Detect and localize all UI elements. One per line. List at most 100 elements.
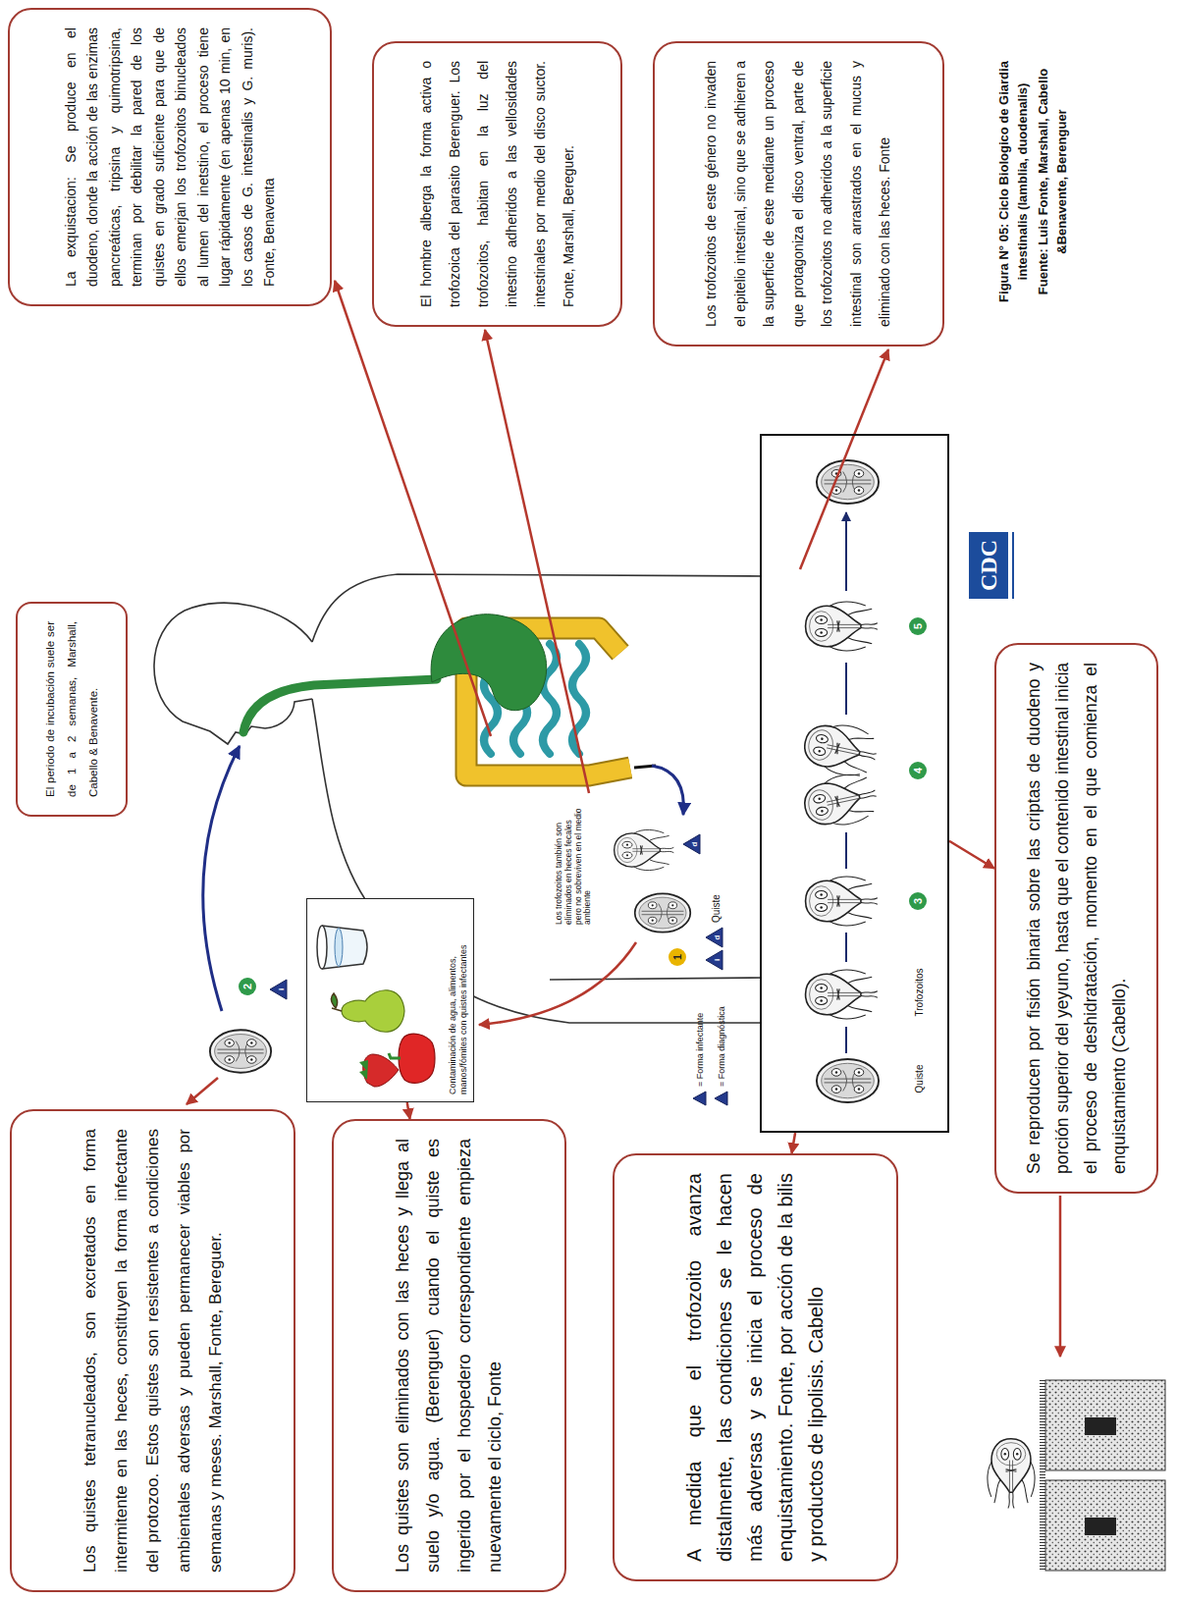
box-text: Los trofozoitos de este género no invade…: [696, 60, 901, 327]
dividing-trophozoite: [800, 769, 881, 833]
info-box: Se reproducen por fisión binaria sobre l…: [994, 642, 1159, 1194]
callout-number: 1: [668, 948, 687, 966]
pear: [341, 990, 405, 1032]
box-text: Los quistes tetranucleados, son excretad…: [74, 1128, 232, 1573]
info-box: La exquistacion: Se produce en el duoden…: [7, 7, 332, 307]
legend-symbol: [692, 1090, 708, 1107]
leader-arrow: [334, 280, 491, 737]
strawberry-leaves: [359, 1060, 369, 1080]
contamination-pictures: [306, 898, 475, 1103]
info-box: Los trofozoitos de este género no invade…: [652, 41, 945, 347]
stage-label: Quiste: [913, 1065, 926, 1094]
dividing-trophozoite: [800, 717, 881, 781]
legend-triangle: [693, 1091, 706, 1106]
info-box: Los quistes tetranucleados, son excretad…: [9, 1109, 296, 1593]
legend-row: = Forma infectante: [689, 1006, 711, 1107]
legend: = Forma infectante = Forma diagnóstica: [689, 1006, 733, 1107]
box-text: A medida que el trofozoito avanza distal…: [679, 1173, 832, 1562]
cdc-logo-rule: [1012, 532, 1015, 599]
leader-arrow: [800, 349, 889, 570]
frame-ground: [759, 433, 950, 1133]
callout-number: 5: [909, 617, 927, 636]
logo-text: CDC: [975, 539, 1002, 591]
leader-arrow: [186, 1077, 218, 1105]
legend-row: = Forma diagnóstica: [710, 1006, 733, 1107]
stage-letter: d: [712, 935, 722, 941]
leader-arrow: [1059, 1195, 1063, 1357]
digestive-tract: [243, 614, 656, 776]
ingestion-arrow: [203, 746, 240, 1012]
info-box: A medida que el trofozoito avanza distal…: [612, 1153, 899, 1582]
pepper: [398, 1033, 435, 1083]
trophozoite: [805, 969, 878, 1019]
box-text: El hombre alberga la forma activa o trof…: [412, 60, 584, 308]
crypt-cell: [1045, 1380, 1166, 1471]
brush-border: [1039, 1380, 1046, 1571]
intestinal-crypts: [987, 1380, 1166, 1571]
stage-label: Quiste: [710, 894, 723, 923]
info-box: El periodo de incubación suele ser de 1 …: [15, 601, 128, 817]
crypt-cell: [1045, 1480, 1166, 1571]
life-cycle-stages: [800, 460, 881, 1103]
attached-trophozoite: [987, 1439, 1035, 1509]
callout-number: 4: [909, 761, 927, 780]
cyst: [210, 1029, 271, 1072]
figure-caption: Figura N° 05: Ciclo Biologico de Giardia…: [994, 29, 1032, 334]
trophozoite: [987, 1439, 1035, 1509]
legend-text: = Forma diagnóstica: [716, 1006, 727, 1087]
arm-outline: [549, 977, 766, 980]
trophozoite: [805, 876, 878, 926]
legend-text: = Forma infectante: [695, 1013, 705, 1087]
esophagus: [243, 679, 437, 733]
flow-arrow: [407, 1102, 411, 1120]
leader-arrow: [479, 942, 637, 1025]
info-box: Los quistes son eliminados con las heces…: [331, 1119, 567, 1593]
contamination-box: Contaminación de agua, alimentos, manos/…: [306, 898, 475, 1103]
box-text: El periodo de incubación suele ser de 1 …: [39, 621, 105, 798]
stage-letter: d: [690, 842, 699, 848]
box-text: Contaminación de agua, alimentos, manos/…: [447, 906, 470, 1095]
box-text: La exquistacion: Se produce en el duoden…: [59, 27, 281, 287]
box-text: Se reproducen por fisión binaria sobre l…: [1019, 662, 1134, 1175]
stage-triangle: [269, 979, 287, 1000]
trophozoite: [614, 829, 675, 870]
cyst: [816, 1059, 879, 1103]
excretion-arrow: [651, 765, 684, 815]
stomach: [430, 614, 547, 711]
leader-arrow: [484, 329, 589, 794]
cyst: [816, 460, 879, 504]
source-text: Fuente: Luis Fonte, Marshall, Cabello &B…: [1033, 29, 1071, 334]
flow-arrow: [949, 841, 995, 869]
stage-triangle: [705, 950, 723, 970]
legend-triangle: [714, 1091, 728, 1106]
stage-letter: i: [712, 959, 722, 962]
contamination-ground: [306, 898, 475, 1103]
transmission-arrows: [203, 746, 685, 1012]
stage-arrow: [845, 512, 848, 1054]
flow-arrow: [792, 1132, 797, 1154]
water-glass: [317, 925, 327, 969]
note-text: Los trofozoitos también son eliminados e…: [554, 804, 593, 925]
head-outline: [154, 602, 313, 745]
life-cycle-frame: Quiste Trofozoitos: [759, 433, 950, 1133]
stage-triangles: [269, 834, 723, 1000]
water-glass: [321, 925, 368, 969]
stage-triangle: [705, 927, 723, 948]
cell-nucleus: [1084, 1517, 1117, 1536]
callout-number: 2: [238, 977, 257, 996]
info-box: El hombre alberga la forma activa o trof…: [372, 41, 623, 327]
cdc-logo: [968, 532, 1009, 599]
box-text: Los quistes son eliminados con las heces…: [387, 1138, 512, 1573]
cell-nucleus: [1084, 1417, 1117, 1436]
cyst: [635, 893, 692, 932]
trophozoite: [805, 601, 878, 651]
pepper-stem: [388, 1053, 401, 1059]
water-surface: [334, 928, 343, 967]
pear-stem: [330, 993, 342, 1012]
stage-label: Trofozoitos: [913, 967, 926, 1017]
legend-symbol: [713, 1090, 730, 1107]
stage-triangle: [683, 834, 700, 855]
callout-number: 3: [909, 892, 927, 910]
stage-letter: i: [276, 988, 286, 991]
